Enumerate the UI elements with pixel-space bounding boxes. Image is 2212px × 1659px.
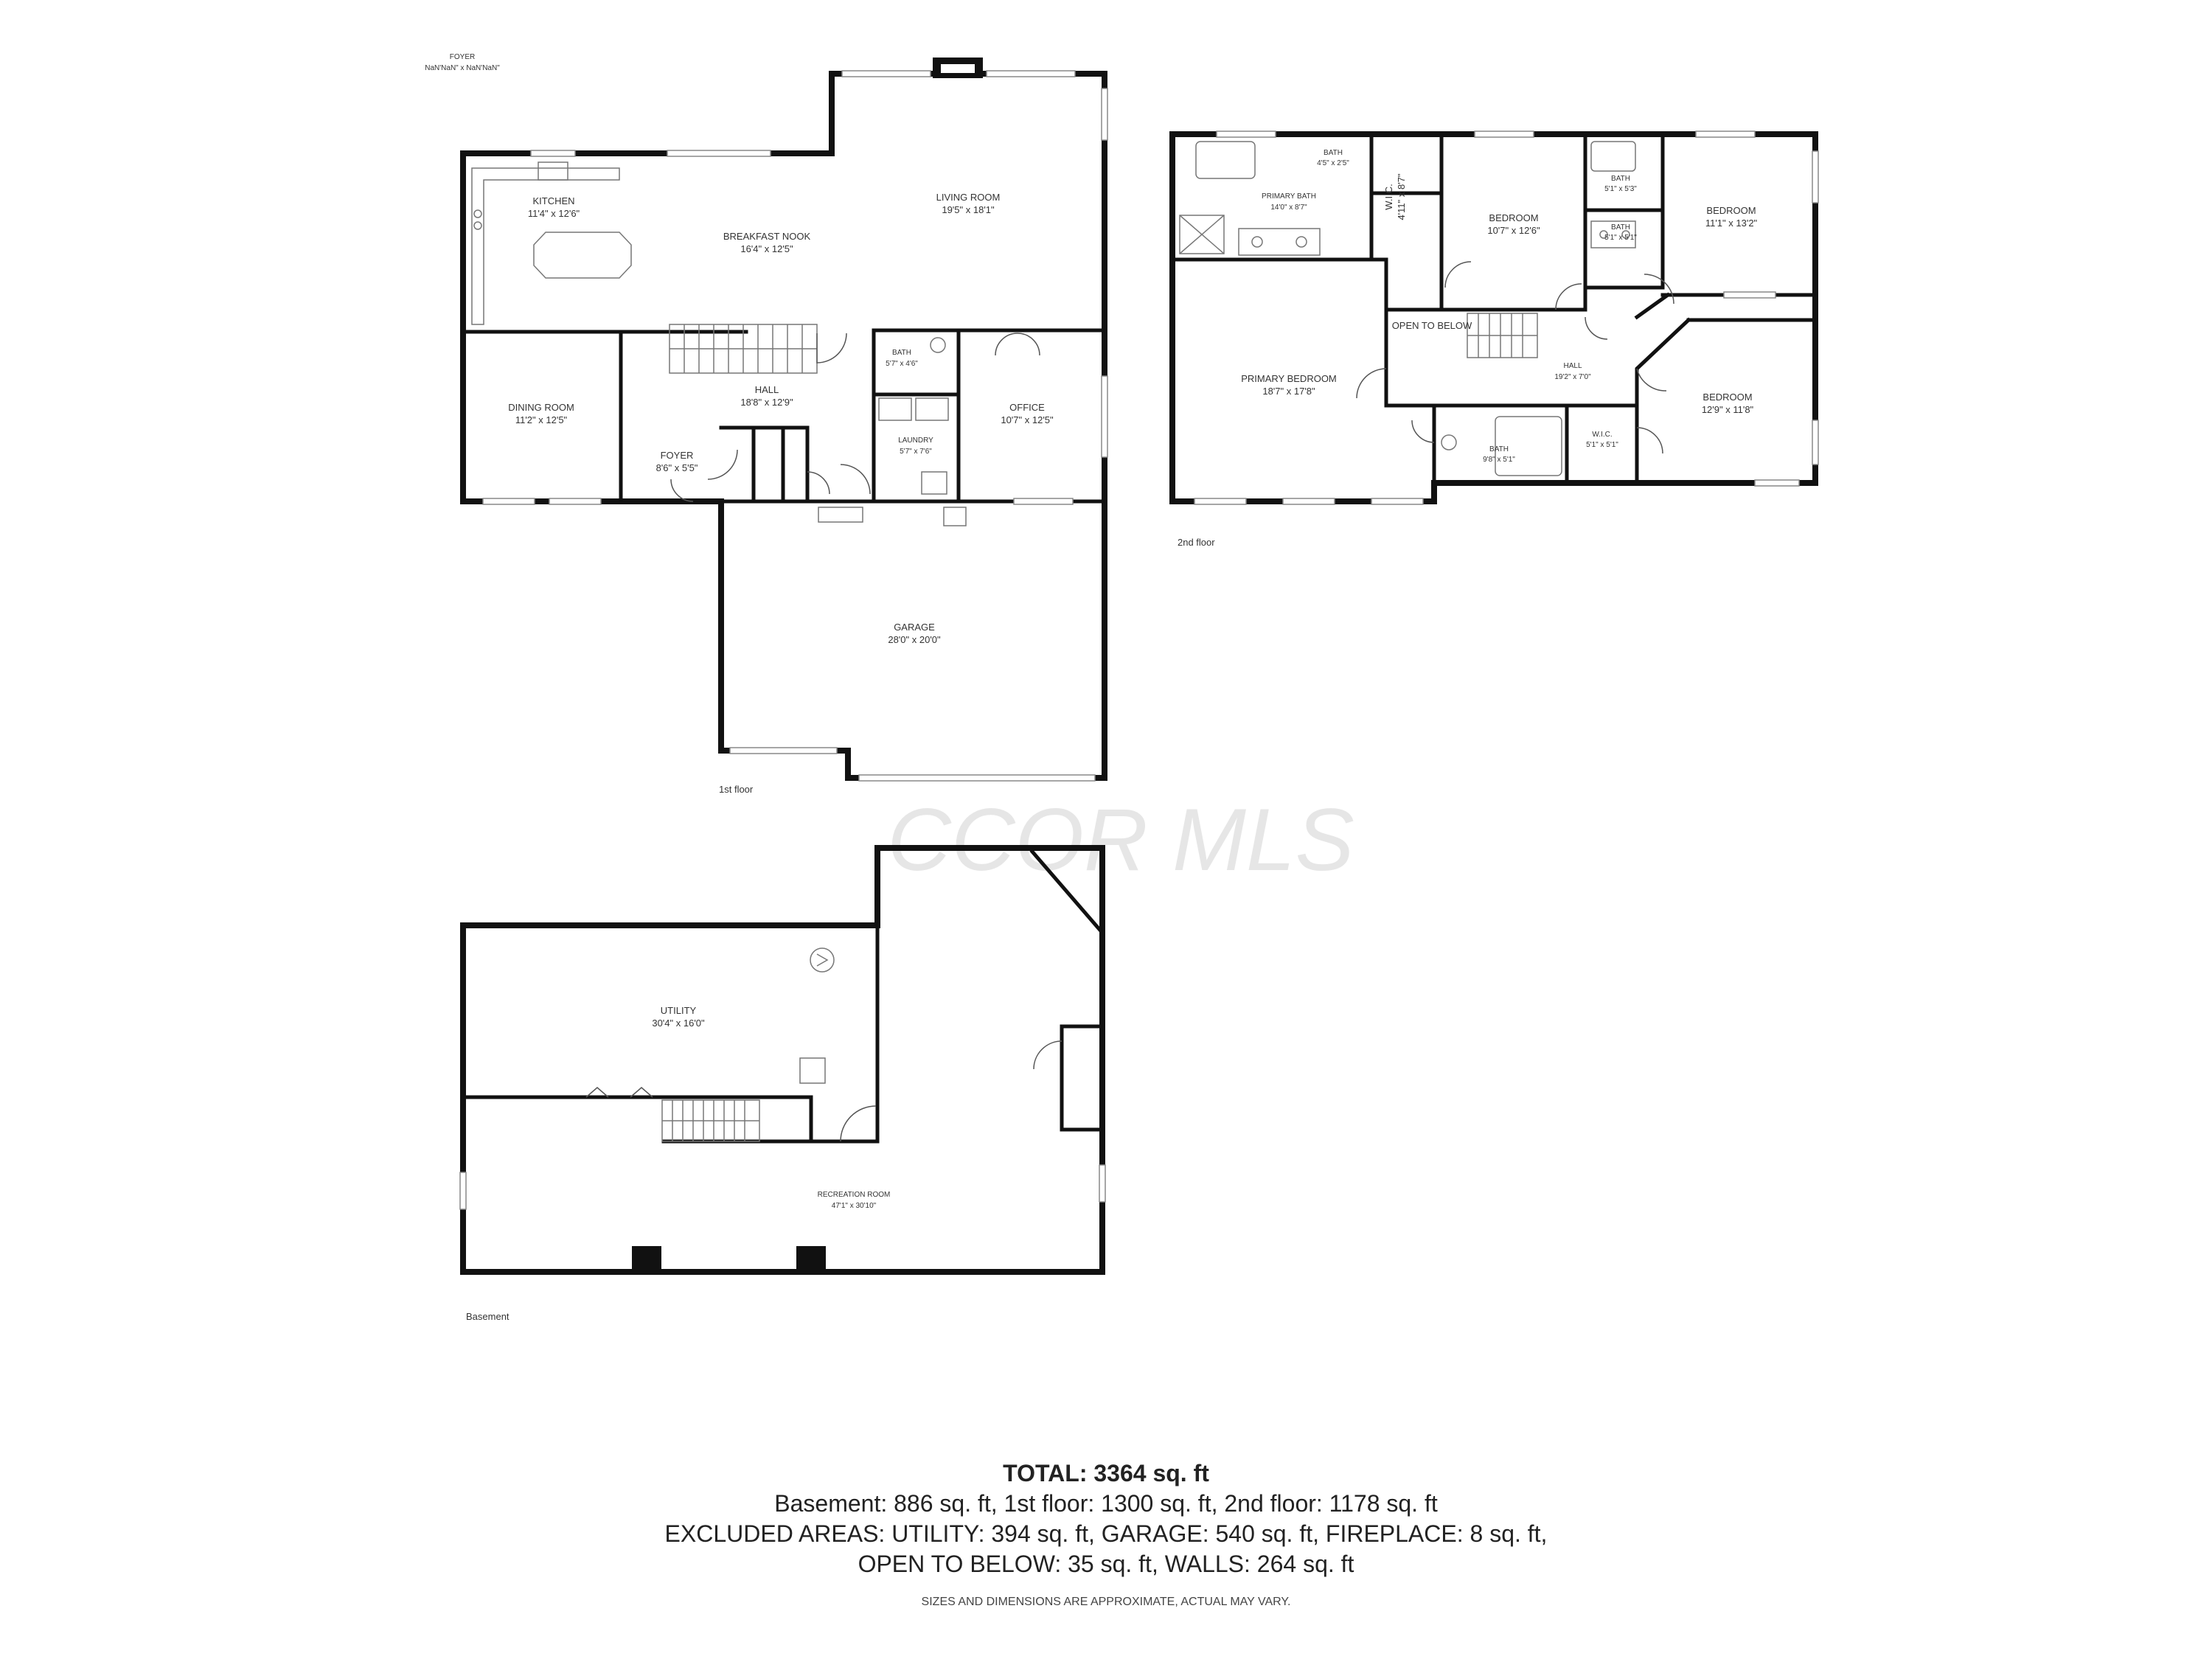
primary-bath-dim: 14'0" x 8'7" — [1270, 204, 1307, 212]
living-room-name: LIVING ROOM — [936, 192, 1001, 203]
floor-plan: CCOR MLS — [425, 53, 1819, 1322]
bath-2-dim: 9'8" x 5'1" — [1483, 456, 1515, 464]
excluded-areas: EXCLUDED AREAS: UTILITY: 394 sq. ft, GAR… — [664, 1520, 1548, 1547]
garage-name: GARAGE — [894, 622, 935, 633]
office-dim: 10'7" x 12'5" — [1001, 414, 1054, 425]
kitchen-name: KITCHEN — [532, 195, 574, 206]
primary-bedroom-name: PRIMARY BEDROOM — [1241, 373, 1337, 384]
wic-2-dim: 5'1" x 5'1" — [1586, 441, 1618, 449]
dining-room-name: DINING ROOM — [508, 402, 574, 413]
bath-small-dim: 4'5" x 2'5" — [1317, 159, 1349, 167]
dining-room-dim: 11'2" x 12'5" — [515, 414, 568, 425]
primary-bath-name: PRIMARY BATH — [1262, 192, 1316, 201]
floor-areas: Basement: 886 sq. ft, 1st floor: 1300 sq… — [774, 1490, 1438, 1517]
bath-small-name: BATH — [1324, 149, 1343, 157]
stray-foyer-name: FOYER — [450, 53, 475, 61]
bath-tub-name: BATH — [1611, 175, 1630, 183]
second-floor-plan — [1169, 131, 1819, 505]
breakfast-nook-name: BREAKFAST NOOK — [723, 231, 811, 242]
open-to-below-label: OPEN TO BELOW — [1392, 320, 1472, 331]
excluded-areas-continued: OPEN TO BELOW: 35 sq. ft, WALLS: 264 sq.… — [858, 1551, 1354, 1577]
basement-plan — [459, 845, 1106, 1275]
living-room-dim: 19'5" x 18'1" — [942, 204, 995, 215]
bath-1-name: BATH — [892, 349, 911, 357]
hall-2-dim: 19'2" x 7'0" — [1554, 373, 1591, 381]
wic-2-name: W.I.C. — [1592, 431, 1612, 439]
laundry-dim: 5'7" x 7'6" — [900, 448, 932, 456]
bath-sink-name: BATH — [1611, 223, 1630, 232]
bath-2-name: BATH — [1489, 445, 1509, 453]
bedroom-b-name: BEDROOM — [1706, 205, 1756, 216]
bath-1-dim: 5'7" x 4'6" — [886, 360, 918, 368]
bedroom-a-dim: 10'7" x 12'6" — [1487, 225, 1540, 236]
disclaimer: SIZES AND DIMENSIONS ARE APPROXIMATE, AC… — [921, 1596, 1291, 1608]
foyer-name: FOYER — [661, 450, 694, 461]
first-floor-plan — [460, 58, 1108, 782]
watermark: CCOR MLS — [887, 790, 1354, 889]
office-name: OFFICE — [1009, 402, 1045, 413]
second-floor-label: 2nd floor — [1178, 537, 1215, 548]
laundry-name: LAUNDRY — [898, 437, 933, 445]
kitchen-dim: 11'4" x 12'6" — [528, 208, 580, 219]
foyer-dim: 8'6" x 5'5" — [656, 462, 698, 473]
recreation-room-name: RECREATION ROOM — [818, 1191, 891, 1199]
basement-label: Basement — [466, 1311, 509, 1322]
garage-dim: 28'0" x 20'0" — [888, 634, 941, 645]
bedroom-c-name: BEDROOM — [1703, 392, 1752, 403]
bedroom-a-name: BEDROOM — [1489, 212, 1538, 223]
hall-2-name: HALL — [1563, 362, 1582, 370]
wic-primary-dim: 4'11" x 8'7" — [1396, 173, 1407, 220]
bedroom-c-dim: 12'9" x 11'8" — [1702, 404, 1754, 415]
area-summary: TOTAL: 3364 sq. ft Basement: 886 sq. ft,… — [0, 1460, 2212, 1609]
recreation-room-dim: 47'1" x 30'10" — [832, 1202, 877, 1210]
bedroom-b-dim: 11'1" x 13'2" — [1705, 218, 1758, 229]
first-floor-label: 1st floor — [719, 784, 754, 795]
utility-name: UTILITY — [661, 1005, 697, 1016]
bath-tub-dim: 5'1" x 5'3" — [1604, 185, 1637, 193]
total-area: TOTAL: 3364 sq. ft — [1003, 1460, 1209, 1486]
breakfast-nook-dim: 16'4" x 12'5" — [740, 243, 793, 254]
bath-sink-dim: 5'1" x 5'1" — [1604, 234, 1637, 242]
utility-dim: 30'4" x 16'0" — [652, 1018, 705, 1029]
hall-1-name: HALL — [755, 384, 779, 395]
hall-1-dim: 18'8" x 12'9" — [740, 397, 793, 408]
primary-bedroom-dim: 18'7" x 17'8" — [1262, 386, 1315, 397]
stray-foyer-dim: NaN'NaN" x NaN'NaN" — [425, 64, 500, 72]
wic-primary-name: W.I.C. — [1383, 184, 1394, 209]
